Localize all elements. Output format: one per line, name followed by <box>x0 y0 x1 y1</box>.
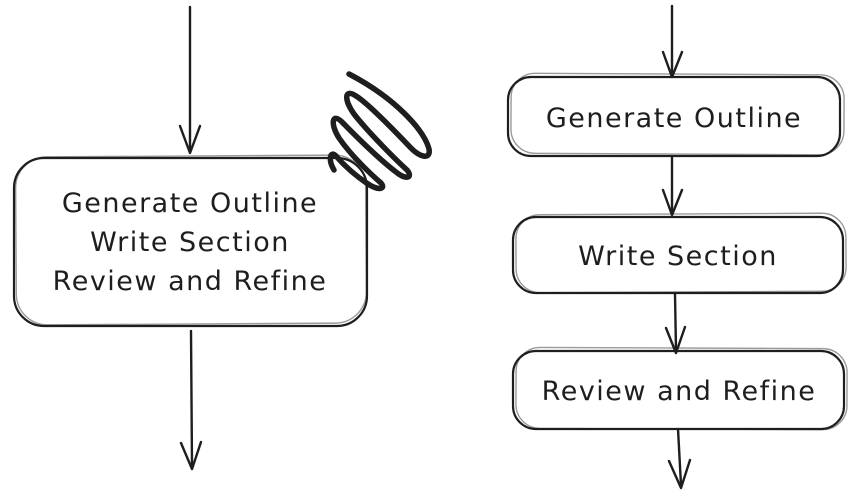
down-arrow-step-2-to-3-icon <box>664 292 687 355</box>
left-flow-group: Generate Outline Write Section Review an… <box>12 5 432 471</box>
step-3-label: Review and Refine <box>542 376 817 407</box>
down-arrow-out-of-combined-box-icon <box>179 329 203 471</box>
process-box-generate-outline: Generate Outline <box>506 72 845 158</box>
combined-box-line-1: Generate Outline <box>62 188 318 219</box>
step-2-label: Write Section <box>578 241 778 272</box>
step-1-label: Generate Outline <box>546 103 802 134</box>
down-arrow-step-1-to-2-icon <box>661 155 684 217</box>
process-box-review-and-refine: Review and Refine <box>511 346 848 431</box>
down-arrow-into-step-1-icon <box>661 4 684 79</box>
down-arrow-into-combined-box-icon <box>178 5 202 155</box>
combined-box-line-3: Review and Refine <box>53 266 328 297</box>
right-flow-group: Generate Outline Write Section <box>506 4 848 490</box>
combined-box-line-2: Write Section <box>90 227 290 258</box>
process-box-write-section: Write Section <box>511 212 847 295</box>
process-box-combined: Generate Outline Write Section Review an… <box>12 154 369 328</box>
scratch-out-scribble-icon <box>327 71 432 192</box>
down-arrow-out-of-step-3-icon <box>667 427 692 490</box>
